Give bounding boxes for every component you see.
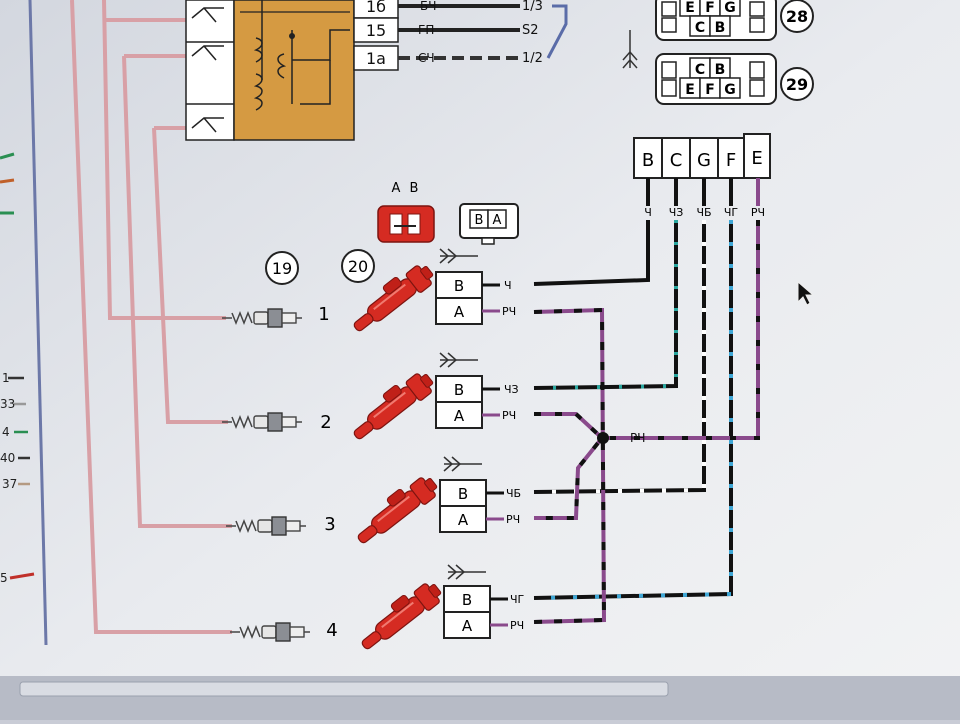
coil-wire-label: ГП xyxy=(418,23,434,37)
cylinder-number: 3 xyxy=(324,514,335,535)
main-connector-pin: C xyxy=(670,150,683,171)
coil-wire-label: БЧ xyxy=(420,0,436,13)
injector-wires xyxy=(533,178,760,624)
cylinder-2 xyxy=(221,352,500,447)
coil-pin-label: 1б xyxy=(366,0,386,16)
injector-pin-label: A xyxy=(454,407,465,425)
edge-label: 37 xyxy=(2,477,17,491)
coil-wire-label: S2 xyxy=(522,23,539,38)
left-edge-wires xyxy=(0,152,35,580)
main-connector-pin: E xyxy=(751,148,762,169)
mouse-cursor-icon xyxy=(797,280,815,306)
injector-wire-label: РЧ xyxy=(502,409,516,422)
callout-28-circle xyxy=(780,0,814,33)
main-wire-label: ЧГ xyxy=(724,206,739,219)
connector-pin-label: F xyxy=(705,0,715,16)
horizontal-scrollbar-thumb[interactable] xyxy=(19,681,669,697)
ignition-coil-module xyxy=(185,0,355,141)
injector-wire-label: РЧ xyxy=(510,619,524,632)
coil-output-wires xyxy=(398,4,568,60)
connector-pin-label: F xyxy=(705,82,715,98)
edge-label: 5 xyxy=(0,571,8,585)
injector-wire-label: ЧБ xyxy=(506,487,521,500)
page-border-line xyxy=(28,0,48,646)
main-connector-pin: F xyxy=(726,150,736,171)
coil-wire-label: СЧ xyxy=(418,51,435,65)
injector-pin-label: B xyxy=(454,381,464,399)
injector-pin-label: B xyxy=(462,591,472,609)
main-wire-label: РЧ xyxy=(751,206,765,219)
junction-dot xyxy=(597,432,609,444)
coil-pin-label: 15 xyxy=(366,21,386,40)
injector-pin-label: B xyxy=(454,277,464,295)
connector-pin-label: E xyxy=(685,82,695,98)
edge-label: 40 xyxy=(0,451,15,465)
connector-pin-label: C xyxy=(695,62,705,78)
main-connector-pin: B xyxy=(642,150,654,171)
callout-20-circle xyxy=(341,249,375,283)
connector-pin-label: E xyxy=(685,0,695,16)
cylinder-number: 2 xyxy=(320,412,331,433)
callout-20: 20 xyxy=(348,257,368,276)
coil-wire-label: 1/3 xyxy=(522,0,543,14)
cylinder-number: 4 xyxy=(326,620,337,641)
connector-pin-label: G xyxy=(724,0,736,16)
injector-wire-label: ЧГ xyxy=(510,593,525,606)
connector-pin-label: C xyxy=(695,20,705,36)
main-connector-pin: G xyxy=(697,150,711,171)
injector-socket xyxy=(459,203,519,245)
injector-pin-label: A xyxy=(454,303,465,321)
ignition-wires xyxy=(70,0,232,634)
edge-label: 33 xyxy=(0,397,15,411)
callout-19-circle xyxy=(265,251,299,285)
cylinder-3 xyxy=(225,456,504,551)
cylinder-number: 1 xyxy=(318,304,329,325)
callout-29: 29 xyxy=(786,75,808,94)
connector-29 xyxy=(655,53,777,105)
cylinder-4 xyxy=(229,564,508,657)
injector-pin-label: A xyxy=(458,511,469,529)
injector-plug xyxy=(377,205,435,243)
socket-pin-label: A xyxy=(493,213,502,228)
connector-pin-label: G xyxy=(724,82,736,98)
connector-28 xyxy=(655,0,777,41)
socket-pin-label: B xyxy=(475,213,484,228)
injector-wire-label: РЧ xyxy=(502,305,516,318)
plug-pin-label: A xyxy=(392,181,401,196)
injector-pin-label: A xyxy=(462,617,473,635)
common-wire-label: РЧ xyxy=(630,431,645,445)
edge-label: 4 xyxy=(2,425,10,439)
injector-wire-label: РЧ xyxy=(506,513,520,526)
callout-29-circle xyxy=(780,67,814,101)
main-wire-label: ЧЗ xyxy=(669,206,684,219)
coil-pin-block xyxy=(353,0,399,71)
connector-pin-label: B xyxy=(715,20,726,36)
cylinder-1 xyxy=(221,248,500,339)
callout-28: 28 xyxy=(786,7,808,26)
connector-pin-label: B xyxy=(715,62,726,78)
main-wire-label: Ч xyxy=(644,206,652,219)
coil-wire-label: 1/2 xyxy=(522,51,543,66)
injector-wire-label: Ч xyxy=(504,279,512,292)
callout-19: 19 xyxy=(272,259,292,278)
main-wire-label: ЧБ xyxy=(696,206,711,219)
main-connector xyxy=(633,133,771,179)
edge-label: 1 xyxy=(2,371,10,385)
plug-pin-label: B xyxy=(410,181,419,196)
injector-pin-label: B xyxy=(458,485,468,503)
injector-wire-label: ЧЗ xyxy=(504,383,519,396)
coil-pin-label: 1а xyxy=(366,49,386,68)
